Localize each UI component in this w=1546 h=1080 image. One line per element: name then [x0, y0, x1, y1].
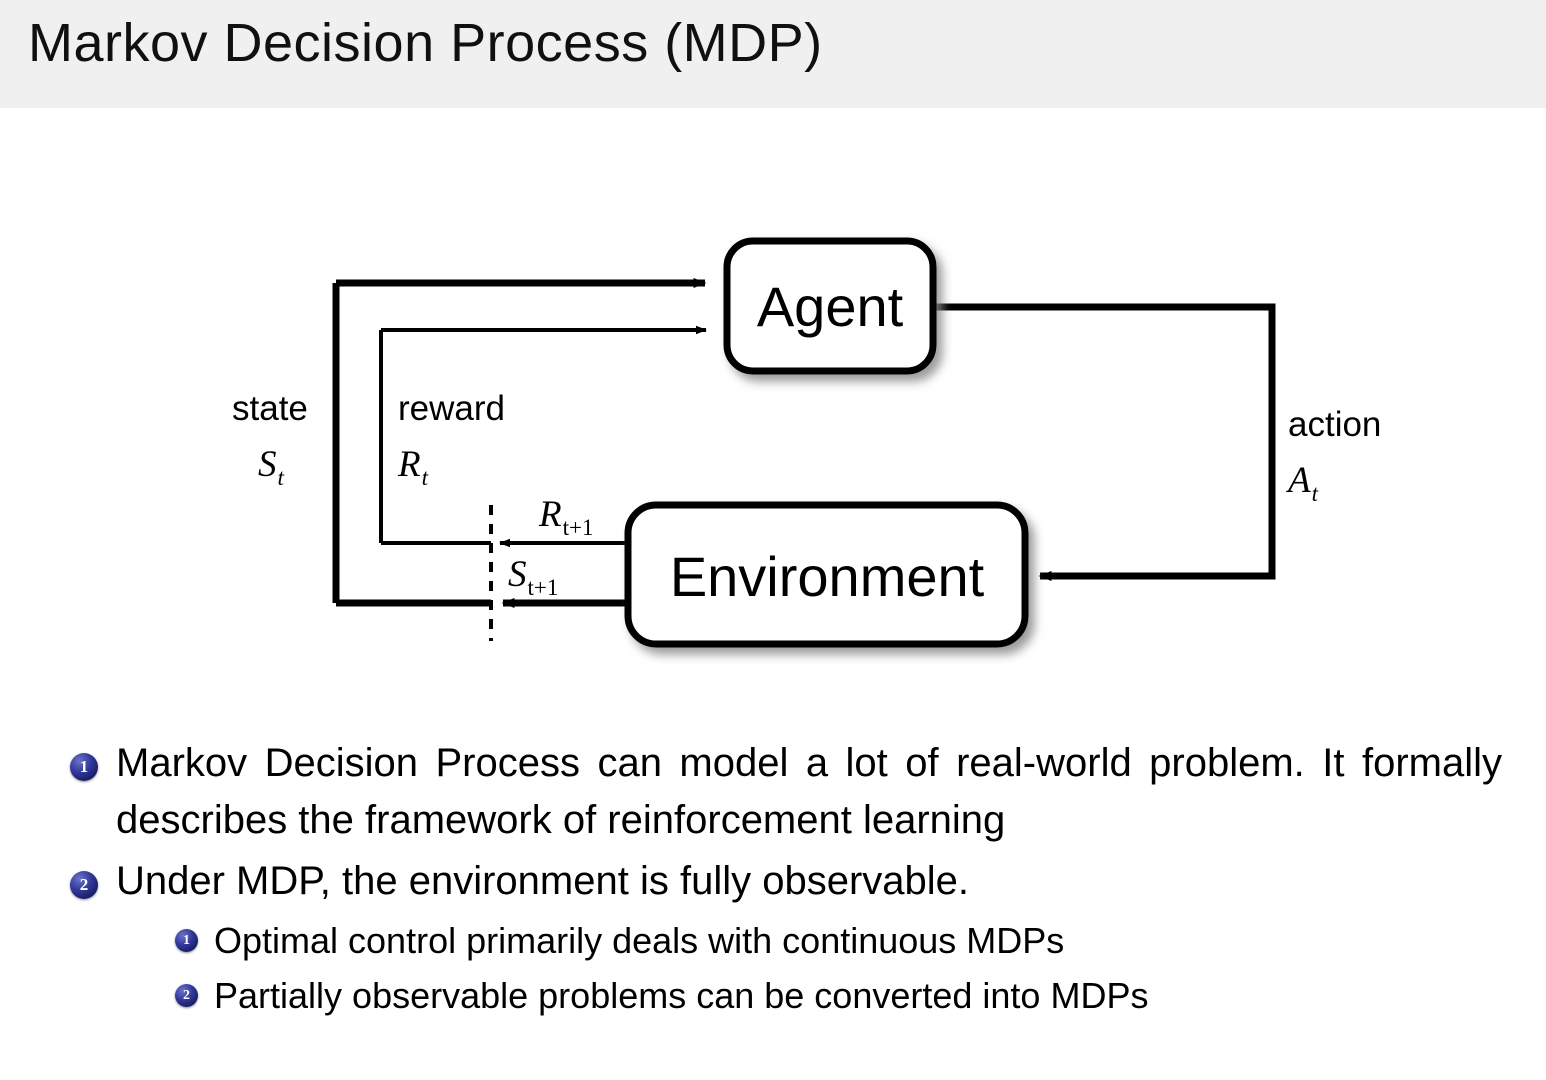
list-item: 2 Under MDP, the environment is fully ob… — [0, 853, 1546, 910]
agent-node-label: Agent — [757, 275, 904, 338]
reward-label-symbol: Rt — [397, 444, 429, 490]
sub-bullet-text-2: Partially observable problems can be con… — [214, 974, 1149, 1016]
list-item: 2 Partially observable problems can be c… — [0, 970, 1546, 1022]
state-label-word: state — [232, 389, 308, 428]
state-feedback-path — [332, 278, 707, 603]
environment-node: Environment — [624, 501, 1029, 648]
page-title: Markov Decision Process (MDP) — [28, 13, 823, 73]
bullet-text-1: Markov Decision Process can model a lot … — [116, 741, 1502, 842]
sub-bullet-text-1: Optimal control primarily deals with con… — [214, 920, 1065, 962]
action-label-symbol: At — [1285, 460, 1319, 506]
sub-bullet-list: 1 Optimal control primarily deals with c… — [0, 915, 1546, 1021]
bullet-marker-2: 2 — [70, 870, 98, 899]
agent-node: Agent — [723, 237, 937, 375]
environment-node-label: Environment — [670, 545, 985, 608]
slide-body-content: 1 Markov Decision Process can model a lo… — [0, 735, 1546, 1024]
sub-bullet-marker-2: 2 — [175, 983, 198, 1007]
bullet-marker-1: 1 — [70, 753, 98, 781]
mdp-agent-environment-diagram: Agent Environment state St reward Rt act… — [0, 108, 1546, 708]
sub-bullet-marker-1: 1 — [175, 929, 198, 953]
bullet-text-2: Under MDP, the environment is fully obse… — [116, 858, 970, 903]
action-path — [933, 303, 1276, 581]
list-item: 1 Optimal control primarily deals with c… — [0, 915, 1546, 967]
state-label-symbol: St — [258, 444, 285, 490]
reward-label-word: reward — [398, 389, 505, 428]
state-next-label: St+1 — [508, 554, 558, 600]
action-label-word: action — [1288, 405, 1381, 444]
slide-header-bar: Markov Decision Process (MDP) — [0, 0, 1546, 108]
list-item: 1 Markov Decision Process can model a lo… — [0, 735, 1546, 849]
reward-next-label: Rt+1 — [538, 494, 593, 540]
reward-feedback-path — [379, 325, 707, 543]
